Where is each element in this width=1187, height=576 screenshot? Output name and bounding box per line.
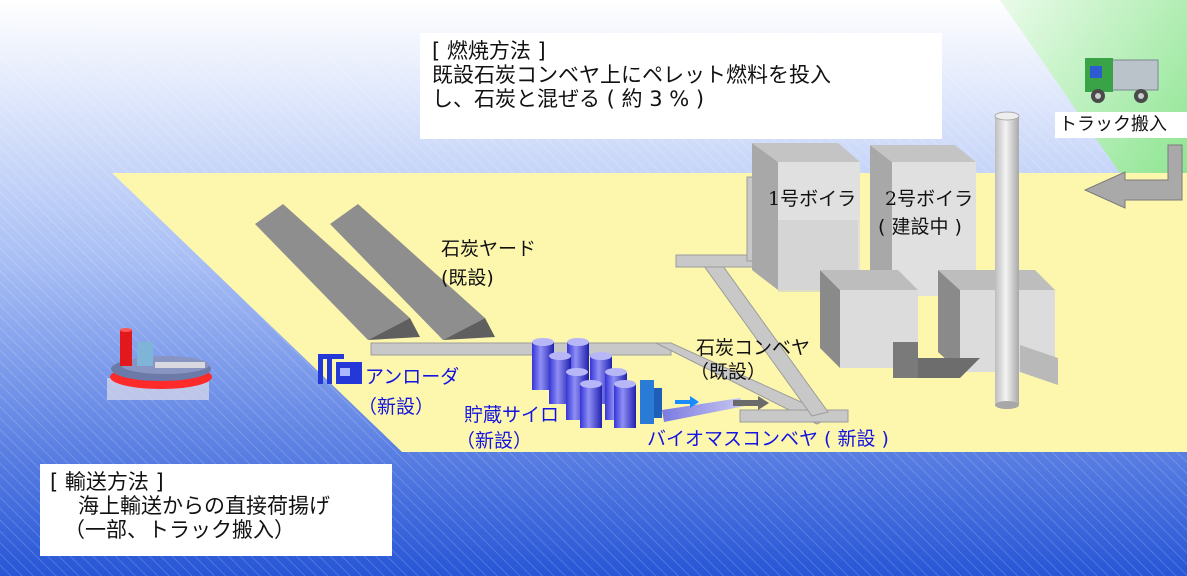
silo-status: （新設）: [456, 430, 533, 452]
truck-arrow-icon: [1083, 144, 1183, 209]
combustion-method-line1: 既設石炭コンベヤ上にペレット燃料を投入: [432, 63, 831, 87]
truck-delivery-label: トラック搬入: [1055, 112, 1187, 138]
coal-yard-label: 石炭ヤード: [441, 238, 537, 260]
coal-yard-status: (既設): [441, 267, 494, 289]
transport-method-line2: （一部、トラック搬入）: [64, 518, 295, 542]
boiler-1-label: 1号ボイラ: [768, 188, 857, 210]
transport-method-title: [ 輸送方法 ]: [50, 470, 164, 494]
transport-method-line1: 海上輸送からの直接荷揚げ: [78, 494, 330, 518]
unloader-status: （新設）: [358, 396, 435, 418]
silo: [614, 380, 636, 428]
coal-conveyor-label: 石炭コンベヤ: [696, 337, 811, 359]
unloader-label: アンローダ: [365, 366, 460, 388]
combustion-method-line2: し、石炭と混ぜる ( 約 3 % ): [432, 87, 705, 111]
boiler-2-label: 2号ボイラ: [885, 188, 974, 210]
coal-conveyor-status: （既設）: [690, 361, 767, 383]
truck-icon: [1085, 58, 1159, 103]
silo: [532, 338, 554, 390]
unloader-icon: [318, 354, 362, 384]
biomass-conveyor-label: バイオマスコンベヤ ( 新設 ): [647, 428, 889, 450]
silo-label: 貯蔵サイロ: [464, 404, 560, 426]
silo: [580, 380, 602, 428]
silo: [549, 352, 571, 404]
auxiliary-buildings: [820, 270, 1058, 385]
combustion-method-title: [ 燃焼方法 ]: [432, 39, 546, 63]
chimney: [994, 111, 1020, 409]
ship-icon: [107, 328, 212, 400]
combustion-method-box: [ 燃焼方法 ] 既設石炭コンベヤ上にペレット燃料を投入 し、石炭と混ぜる ( …: [420, 33, 942, 139]
transport-method-box: [ 輸送方法 ] 海上輸送からの直接荷揚げ （一部、トラック搬入）: [40, 464, 392, 556]
boiler-1-building: [752, 143, 860, 292]
biomass-conveyor: [640, 380, 745, 424]
storage-silos: [532, 338, 636, 428]
coal-yard-piles: [255, 204, 495, 340]
boiler-2-status: ( 建設中 ): [878, 216, 962, 238]
flow-arrow-icon: [733, 396, 769, 410]
